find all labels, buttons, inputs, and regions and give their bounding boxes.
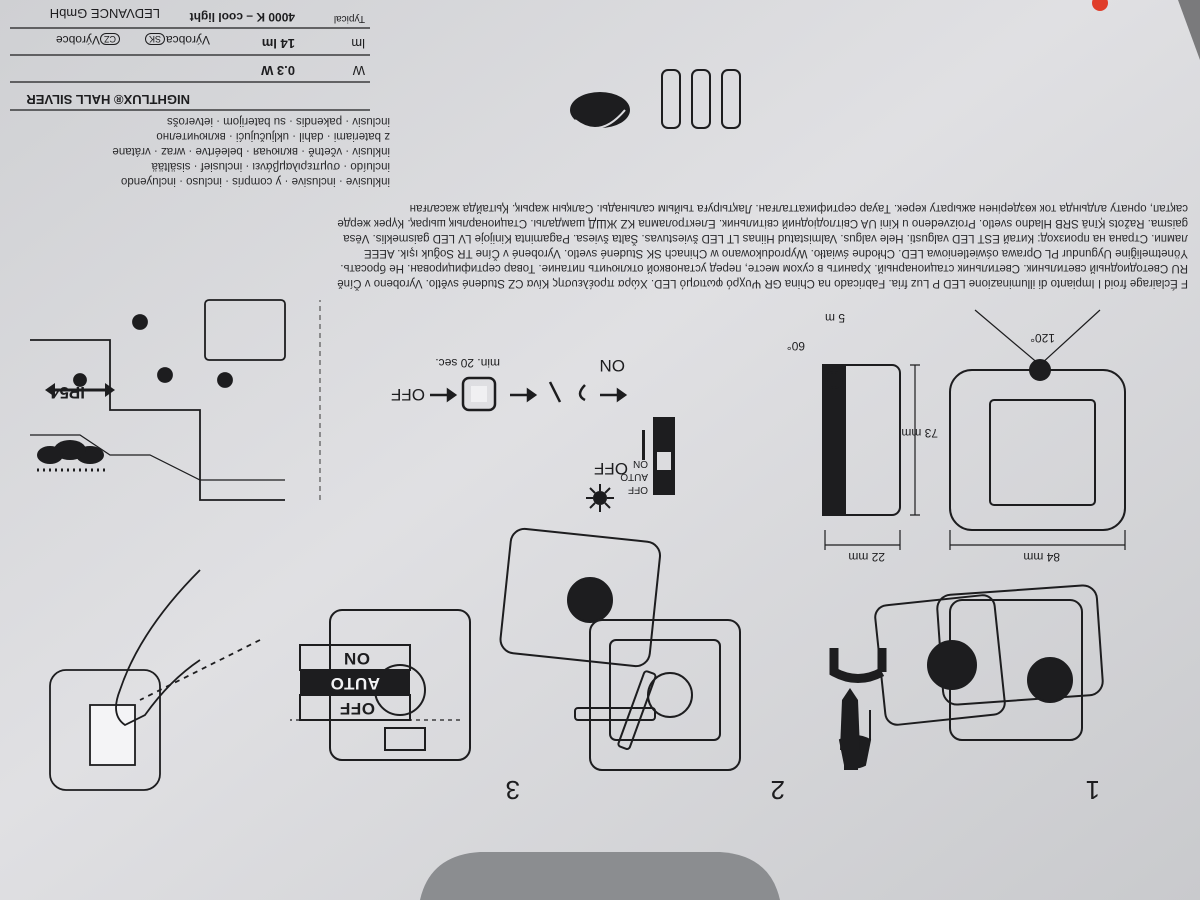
maker-sk-badge: SK xyxy=(144,33,165,45)
mode-min-time: min. 20 sec. xyxy=(435,356,500,370)
grey-object-bottom xyxy=(420,852,780,900)
maker-cz: Výrobce xyxy=(55,33,100,47)
battery-note-5: inclusiv · pakendis · su baterijom · iet… xyxy=(166,115,390,127)
sensor-ball-icon xyxy=(570,92,630,129)
languages-line-5: gaisma. Ražots Ķīnā SRB Hladno svetlo. P… xyxy=(337,217,1188,229)
battery-note-2: incluído · συμπεριλαμβάνει · inclusief ·… xyxy=(151,160,390,172)
mode-off-end: OFF xyxy=(391,385,425,404)
power-unit: W xyxy=(352,63,365,78)
step-number-1: 1 xyxy=(1085,775,1100,805)
languages-line-4: лампи. Страна на произход: Китай EST LED… xyxy=(343,232,1188,244)
battery-note-3: inklusiv · včetně · включая · beleértve … xyxy=(112,145,390,157)
languages-line-1: F Éclairage froid I Impianto di illumina… xyxy=(337,277,1188,289)
dim-width: 84 mm xyxy=(1023,550,1060,564)
maker-sk: Výrobca xyxy=(165,33,210,47)
side-view-drawing xyxy=(822,364,901,516)
red-dot-edge xyxy=(1092,0,1108,11)
ip54-label: IP54 xyxy=(50,383,85,402)
maker-company: LEDVANCE GmbH xyxy=(49,6,160,21)
mode-switch-auto: AUTO xyxy=(620,471,648,482)
battery-illustration xyxy=(661,69,741,129)
mode-switch-illustration xyxy=(642,417,675,495)
step2-illustration xyxy=(499,527,741,771)
hand-illustration xyxy=(49,569,261,791)
step-number-3: 3 xyxy=(505,775,520,805)
battery-note-4: z bateriami · dahil · uključujući · вклю… xyxy=(156,130,390,142)
dim-angle-v: 60° xyxy=(786,339,805,353)
dim-depth: 22 mm xyxy=(848,550,885,564)
color-temp: 4000 K – cool light xyxy=(189,10,295,24)
dim-range: 5 m xyxy=(824,311,845,325)
maker-cz-badge: CZ xyxy=(100,33,120,45)
languages-line-6: сақтап, орнату алдында ток көздерінен аж… xyxy=(409,202,1188,214)
stairs-illustration xyxy=(30,299,286,501)
screw-icon xyxy=(840,688,860,770)
magnet-icon xyxy=(829,648,887,683)
switch-label-off: OFF xyxy=(339,699,376,718)
motion-sequence xyxy=(430,376,628,412)
mode-on-label: ON xyxy=(599,356,626,375)
front-view-drawing xyxy=(949,309,1126,531)
typical-label: Typical xyxy=(333,13,365,24)
languages-line-3: Yönetmeliğine Uygundur PL Oprawa oświetl… xyxy=(363,247,1188,259)
lumen-unit: lm xyxy=(351,36,365,51)
switch-label-on: ON xyxy=(343,649,371,668)
product-table-lines xyxy=(10,27,370,111)
sun-icon xyxy=(586,484,614,512)
switch-label-auto: AUTO xyxy=(330,674,380,693)
battery-note-1: inklusive · inclusive · y compris · incl… xyxy=(120,175,390,187)
dim-height: 73 mm xyxy=(901,426,938,440)
product-name: NIGHTLUX® HALL SILVER xyxy=(26,92,190,107)
lumen-value: 14 lm xyxy=(261,36,295,51)
dim-angle-h: 120° xyxy=(1030,331,1055,345)
power-value: 0.3 W xyxy=(261,63,295,78)
languages-line-2: RU Светодиодный светильник. Светильник с… xyxy=(340,262,1188,274)
mode-switch-on: ON xyxy=(633,458,648,469)
mode-switch-off: OFF xyxy=(628,484,648,495)
ip54-rain-icon xyxy=(35,383,115,472)
dimension-lines xyxy=(824,364,1126,550)
step-number-2: 2 xyxy=(770,775,785,805)
switch-label-box xyxy=(299,644,411,721)
